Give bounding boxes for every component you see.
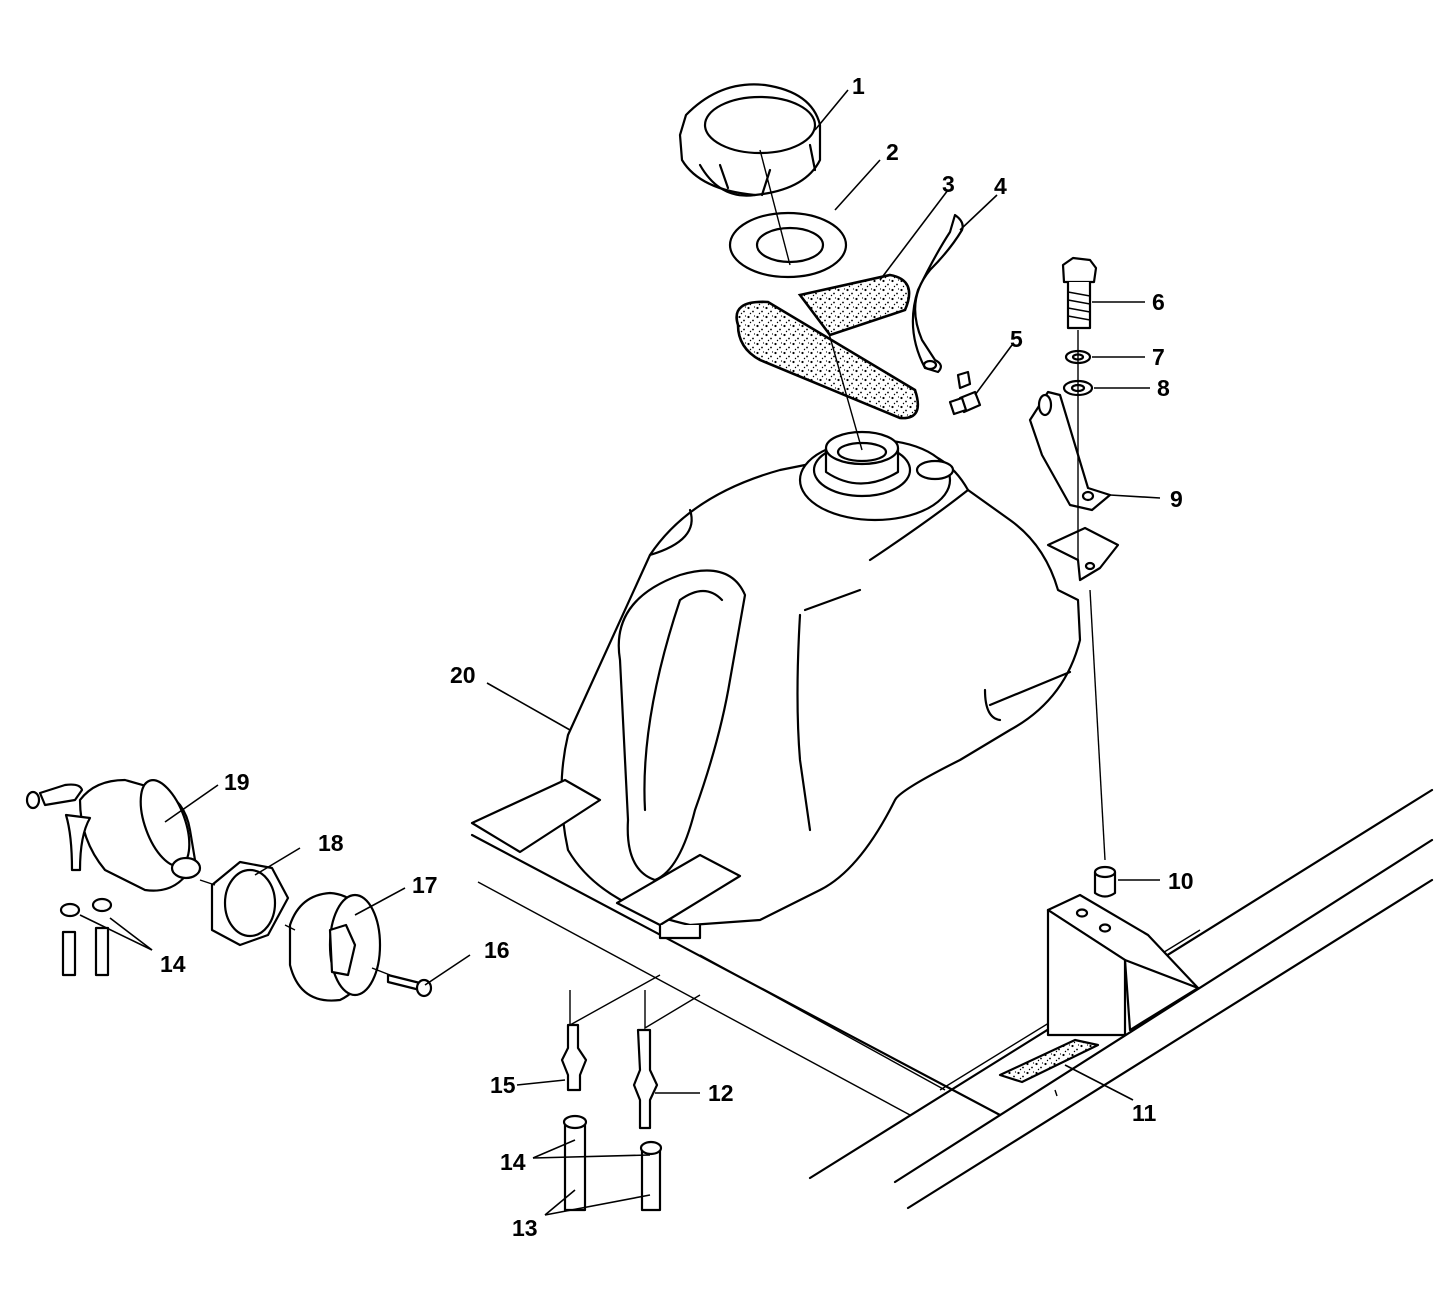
callout-1: 1 [852, 73, 865, 99]
callout-9: 9 [1170, 486, 1183, 512]
screw [386, 973, 433, 998]
callout-19: 19 [224, 769, 250, 795]
callout-5: 5 [1010, 326, 1023, 352]
callout-10: 10 [1168, 868, 1194, 894]
fuel-cap [678, 83, 822, 197]
fuel-tank [470, 430, 1082, 940]
bolt-stack [1061, 256, 1098, 397]
frame-mount-bracket [998, 893, 1200, 1097]
callout-3: 3 [942, 171, 955, 197]
callout-labels: 1 2 3 4 5 6 7 8 9 10 11 12 13 14 14 15 1… [160, 73, 1194, 1241]
callout-6: 6 [1152, 289, 1165, 315]
foam-pads [735, 273, 920, 420]
callout-8: 8 [1157, 375, 1170, 401]
tank-fittings [560, 1023, 659, 1130]
callout-18: 18 [318, 830, 344, 856]
callout-15: 15 [490, 1072, 516, 1098]
callout-17: 17 [412, 872, 438, 898]
callout-14-left: 14 [160, 951, 186, 977]
callout-14-center: 14 [500, 1149, 526, 1175]
callout-12: 12 [708, 1080, 734, 1106]
filter-hoses [59, 897, 113, 977]
center-hoses [562, 1114, 663, 1212]
spacer [1093, 865, 1117, 898]
tank-bracket [1028, 390, 1120, 582]
fuel-filter [25, 778, 202, 892]
callout-7: 7 [1152, 344, 1165, 370]
callout-2: 2 [886, 139, 899, 165]
cap-gasket [728, 211, 848, 279]
vent-hose-and-fitting [911, 213, 982, 416]
fuel-shutoff-switch [288, 891, 382, 1002]
callout-13: 13 [512, 1215, 538, 1241]
frame-rails [470, 788, 1434, 1210]
locknut [210, 860, 290, 947]
callout-4: 4 [994, 173, 1007, 199]
callout-20: 20 [450, 662, 476, 688]
leader-lines [79, 89, 1161, 1216]
assembly-lines [199, 149, 1106, 1030]
callout-16: 16 [484, 937, 510, 963]
callout-11: 11 [1132, 1100, 1157, 1126]
